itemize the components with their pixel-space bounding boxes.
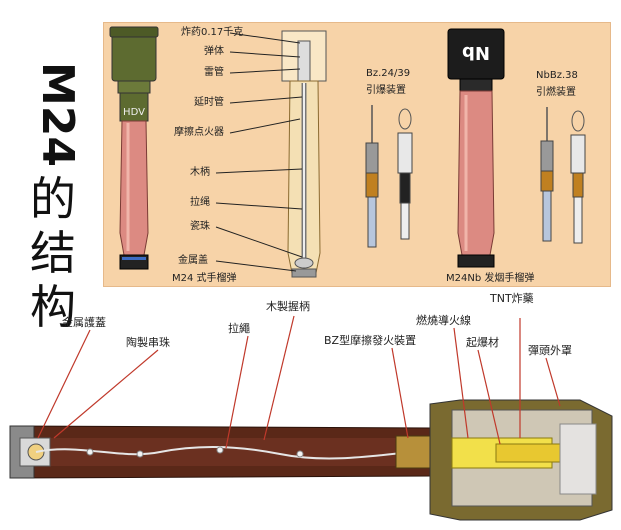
nbbz-igniter-illustration	[540, 107, 586, 244]
caption-m24: M24 式手榴弹	[172, 271, 237, 284]
leader-lines	[37, 315, 561, 449]
m24-grenade-illustration: HDV	[109, 26, 159, 270]
title-char-de: 的	[30, 172, 76, 226]
label-spring: 弹体	[204, 44, 224, 57]
m24nb-grenade-illustration: Nb	[447, 28, 505, 268]
caption-m24nb: M24Nb 发烟手榴弹	[446, 271, 534, 284]
label-delay-tube: 延时管	[194, 95, 224, 108]
label-pull-cord: 拉繩	[228, 321, 250, 335]
label-bz-igniter: BZ型摩擦發火裝置	[324, 333, 416, 347]
cutaway-illustration	[215, 30, 327, 278]
title-char-jie: 结	[30, 226, 76, 280]
bz-title: Bz.24/39	[366, 68, 410, 79]
nb-cap-marking: Nb	[462, 42, 490, 63]
label-metal-cover: 金属護蓋	[62, 315, 106, 329]
hdv-marking: HDV	[123, 107, 145, 118]
nbbz-title: NbBz.38	[536, 70, 578, 81]
label-tnt: TNT炸藥	[489, 292, 534, 305]
bz-subtitle: 引爆装置	[366, 83, 406, 96]
label-metal-cap: 金属盖	[178, 253, 208, 266]
label-detonator: 雷管	[204, 65, 224, 78]
top-diagram-svg: HDV 炸药0.17千克 弹体	[109, 26, 586, 284]
title-m24: M24	[32, 62, 83, 168]
top-diagram-panel: HDV 炸药0.17千克 弹体	[103, 22, 611, 287]
side-title: M24 的 结 构	[30, 62, 90, 334]
label-friction-igniter: 摩擦点火器	[174, 125, 224, 138]
label-ceramic-bead: 陶製串珠	[126, 335, 170, 349]
bottom-cutaway-diagram: 金属護蓋 陶製串珠 拉繩 木製握柄 BZ型摩擦發火裝置 燃燒導火線 起爆材 TN…	[9, 292, 613, 521]
label-booster: 起爆材	[466, 335, 499, 349]
label-shell: 彈頭外罩	[528, 344, 572, 357]
bz-igniter-illustration	[365, 105, 413, 248]
label-pull-cord: 拉绳	[190, 195, 210, 208]
label-handle: 木柄	[190, 165, 210, 178]
label-charge: 炸药0.17千克	[181, 26, 243, 38]
nbbz-subtitle: 引燃装置	[536, 85, 576, 98]
label-fuse: 燃燒導火線	[416, 313, 471, 327]
label-porcelain-bead: 瓷珠	[190, 219, 210, 232]
label-wooden-handle: 木製握柄	[266, 299, 310, 313]
title-char-gou: 构	[30, 280, 76, 334]
